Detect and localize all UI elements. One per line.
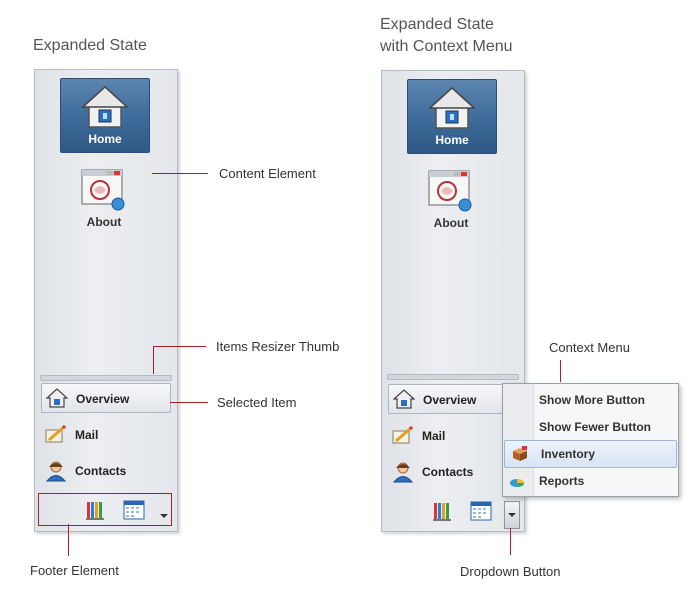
calendar-icon[interactable]	[123, 500, 145, 520]
nav-item-label: Contacts	[75, 464, 127, 478]
menu-item-label: Reports	[539, 474, 585, 488]
nav-item-label: Overview	[76, 392, 130, 406]
selected-item-callout-line	[170, 402, 208, 403]
home-tile[interactable]: Home	[407, 79, 497, 154]
footer-element-callout: Footer Element	[30, 563, 119, 578]
menu-item-inventory[interactable]: Inventory	[504, 440, 677, 468]
calendar-icon[interactable]	[470, 501, 492, 521]
items-resizer-thumb[interactable]	[40, 375, 172, 381]
chart-icon	[510, 479, 525, 487]
navigation-pane-left: Home About Overview Mail	[34, 69, 178, 532]
menu-item-label: Show More Button	[539, 393, 645, 407]
footer-element-highlight	[38, 493, 172, 526]
context-menu-callout-line	[560, 360, 561, 382]
pencil-letter-icon	[45, 424, 67, 443]
nav-item-overview[interactable]: Overview	[388, 384, 518, 414]
home-icon	[428, 86, 476, 129]
nav-item-label: Mail	[75, 428, 99, 442]
nav-item-contacts[interactable]: Contacts	[41, 456, 169, 484]
about-tile[interactable]: About	[60, 168, 148, 234]
house-icon	[393, 389, 415, 409]
books-icon[interactable]	[86, 500, 106, 520]
menu-item-show-more[interactable]: Show More Button	[503, 387, 678, 413]
content-element-callout-line	[152, 173, 208, 174]
home-label: Home	[435, 133, 469, 147]
caption-with-context-menu: with Context Menu	[380, 38, 513, 55]
chevron-down-icon[interactable]	[157, 502, 171, 528]
content-element-callout: Content Element	[219, 166, 316, 181]
caption-expanded-state-context: Expanded State	[380, 16, 494, 33]
pencil-letter-icon	[392, 425, 414, 444]
home-label: Home	[88, 132, 122, 146]
home-icon	[81, 85, 129, 128]
house-icon	[46, 388, 68, 408]
menu-item-show-fewer[interactable]: Show Fewer Button	[503, 414, 678, 440]
items-resizer-thumb[interactable]	[387, 374, 519, 380]
home-tile[interactable]: Home	[60, 78, 150, 153]
menu-item-label: Show Fewer Button	[539, 420, 651, 434]
dropdown-button-callout: Dropdown Button	[460, 564, 561, 579]
about-window-icon	[428, 170, 472, 212]
box-icon	[513, 446, 527, 461]
caption-expanded-state: Expanded State	[33, 37, 147, 54]
context-menu-callout: Context Menu	[549, 340, 630, 355]
person-icon	[45, 461, 67, 482]
resizer-callout-line-v	[153, 346, 154, 374]
nav-item-label: Contacts	[422, 465, 474, 479]
about-window-icon	[81, 169, 125, 211]
nav-item-mail[interactable]: Mail	[388, 421, 516, 449]
about-label: About	[433, 216, 469, 230]
books-icon[interactable]	[433, 501, 453, 521]
dropdown-button[interactable]	[504, 501, 520, 529]
items-resizer-thumb-callout: Items Resizer Thumb	[216, 339, 340, 354]
dropdown-callout-line	[510, 528, 511, 555]
selected-item-callout: Selected Item	[217, 395, 297, 410]
navigation-pane-right: Home About Overview Mail	[381, 70, 525, 532]
context-menu: Show More Button Show Fewer Button Inven…	[502, 383, 679, 497]
about-label: About	[86, 215, 122, 229]
menu-item-label: Inventory	[541, 447, 596, 461]
resizer-callout-line-h	[153, 346, 206, 347]
nav-item-label: Overview	[423, 393, 477, 407]
chevron-down-icon	[508, 513, 516, 517]
about-tile[interactable]: About	[407, 169, 495, 235]
footer-callout-line	[68, 524, 69, 556]
menu-item-reports[interactable]: Reports	[503, 468, 678, 494]
nav-item-label: Mail	[422, 429, 446, 443]
person-icon	[392, 462, 414, 483]
nav-item-contacts[interactable]: Contacts	[388, 457, 516, 485]
nav-item-mail[interactable]: Mail	[41, 420, 169, 448]
nav-item-overview[interactable]: Overview	[41, 383, 171, 413]
